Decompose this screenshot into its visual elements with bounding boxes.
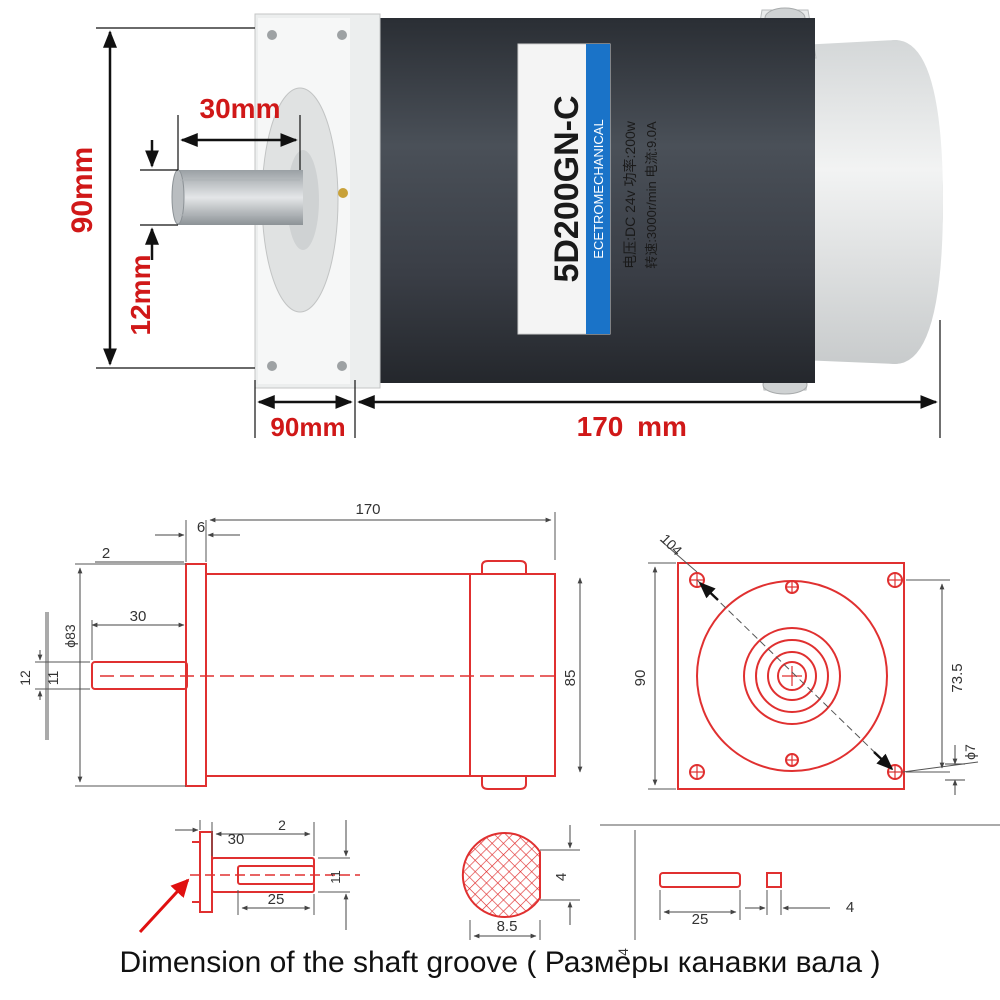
label-line1: 电压:DC 24v 功率:200w	[622, 120, 638, 269]
dim-shaft-diameter-label: 12mm	[125, 255, 156, 336]
section-dim-4: 4	[553, 873, 570, 881]
dim-body-length-value: 170	[577, 411, 624, 442]
side-dim-6: 6	[197, 519, 205, 536]
label-model: 5D200GN-C	[548, 95, 586, 282]
dim-height-label: 90mm	[66, 147, 99, 234]
shaft-dim-2: 2	[278, 817, 286, 833]
section-dim-85: 8.5	[497, 918, 518, 935]
key-view	[600, 824, 1000, 940]
shaft-groove-detail	[138, 820, 360, 934]
front-view-drawing	[648, 539, 979, 795]
side-dim-2: 2	[102, 545, 110, 562]
shaft-section-view	[461, 825, 580, 940]
dim-body-length-unit: mm	[637, 411, 687, 442]
shaft-dim-30: 30	[228, 831, 245, 848]
front-dim-104: 104	[658, 531, 686, 559]
motor-photo	[171, 7, 943, 395]
shaft-dim-11: 11	[328, 870, 343, 884]
side-dim-170: 170	[355, 501, 380, 518]
side-dim-83: ϕ83	[62, 624, 78, 648]
key-dim-25: 25	[692, 911, 709, 928]
dim-shaft-length-label: 30mm	[200, 93, 281, 124]
front-dim-90: 90	[632, 670, 649, 687]
caption: Dimension of the shaft groove ( Размеры …	[119, 946, 881, 979]
label-line2: 转速:3000r/min 电流:9.0A	[644, 121, 659, 269]
key-dim-4b: 4	[615, 948, 631, 956]
label-brand: ECETROMECHANICAL	[591, 119, 606, 258]
shaft-dim-25: 25	[268, 891, 285, 908]
side-dim-30: 30	[130, 608, 147, 625]
side-dim-85: 85	[562, 670, 579, 687]
dim-flange-label: 90mm	[270, 412, 345, 442]
side-dim-12: 12	[17, 670, 33, 686]
side-dim-11: 11	[45, 671, 61, 686]
side-view-drawing	[35, 512, 583, 790]
photo-dimension-lines	[96, 27, 941, 438]
key-dim-4a: 4	[846, 899, 854, 916]
front-dim-735: 73.5	[949, 663, 966, 692]
front-dim-7: ϕ7	[962, 744, 978, 760]
